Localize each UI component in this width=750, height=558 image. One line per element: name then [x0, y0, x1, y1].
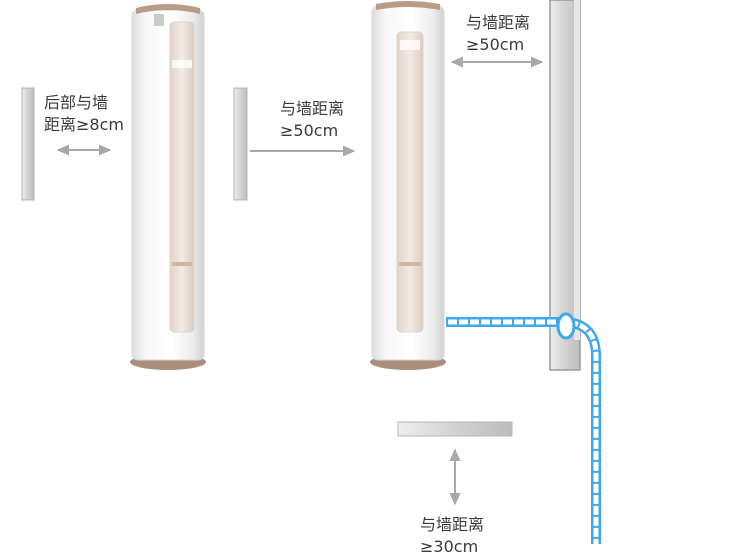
- right-clearance-label: 与墙距离 ≥50cm: [466, 12, 530, 56]
- rear-label-line1: 后部与墙: [44, 93, 109, 112]
- right-wall: [549, 0, 581, 371]
- rear-clearance-label: 后部与墙 距离≥8cm: [44, 92, 124, 136]
- side-wall: [233, 87, 248, 201]
- rear-label-line2: 距离≥8cm: [44, 115, 124, 134]
- rear-wall: [21, 87, 35, 201]
- side-clearance-label: 与墙距离 ≥50cm: [280, 98, 344, 142]
- side-label-line2: ≥50cm: [280, 121, 339, 140]
- bottom-label-line1: 与墙距离: [420, 515, 485, 534]
- ac-unit-right: [370, 1, 446, 370]
- drain-pipe: [446, 312, 601, 544]
- bottom-clearance-label: 与墙距离 ≥30cm: [420, 514, 484, 558]
- right-label-line2: ≥50cm: [466, 35, 525, 54]
- right-label-line1: 与墙距离: [466, 13, 531, 32]
- bottom-wall: [397, 421, 513, 437]
- clearance-diagram: [21, 0, 601, 544]
- bottom-label-line2: ≥30cm: [420, 537, 479, 556]
- side-label-line1: 与墙距离: [280, 99, 345, 118]
- ac-unit-left: [130, 4, 206, 370]
